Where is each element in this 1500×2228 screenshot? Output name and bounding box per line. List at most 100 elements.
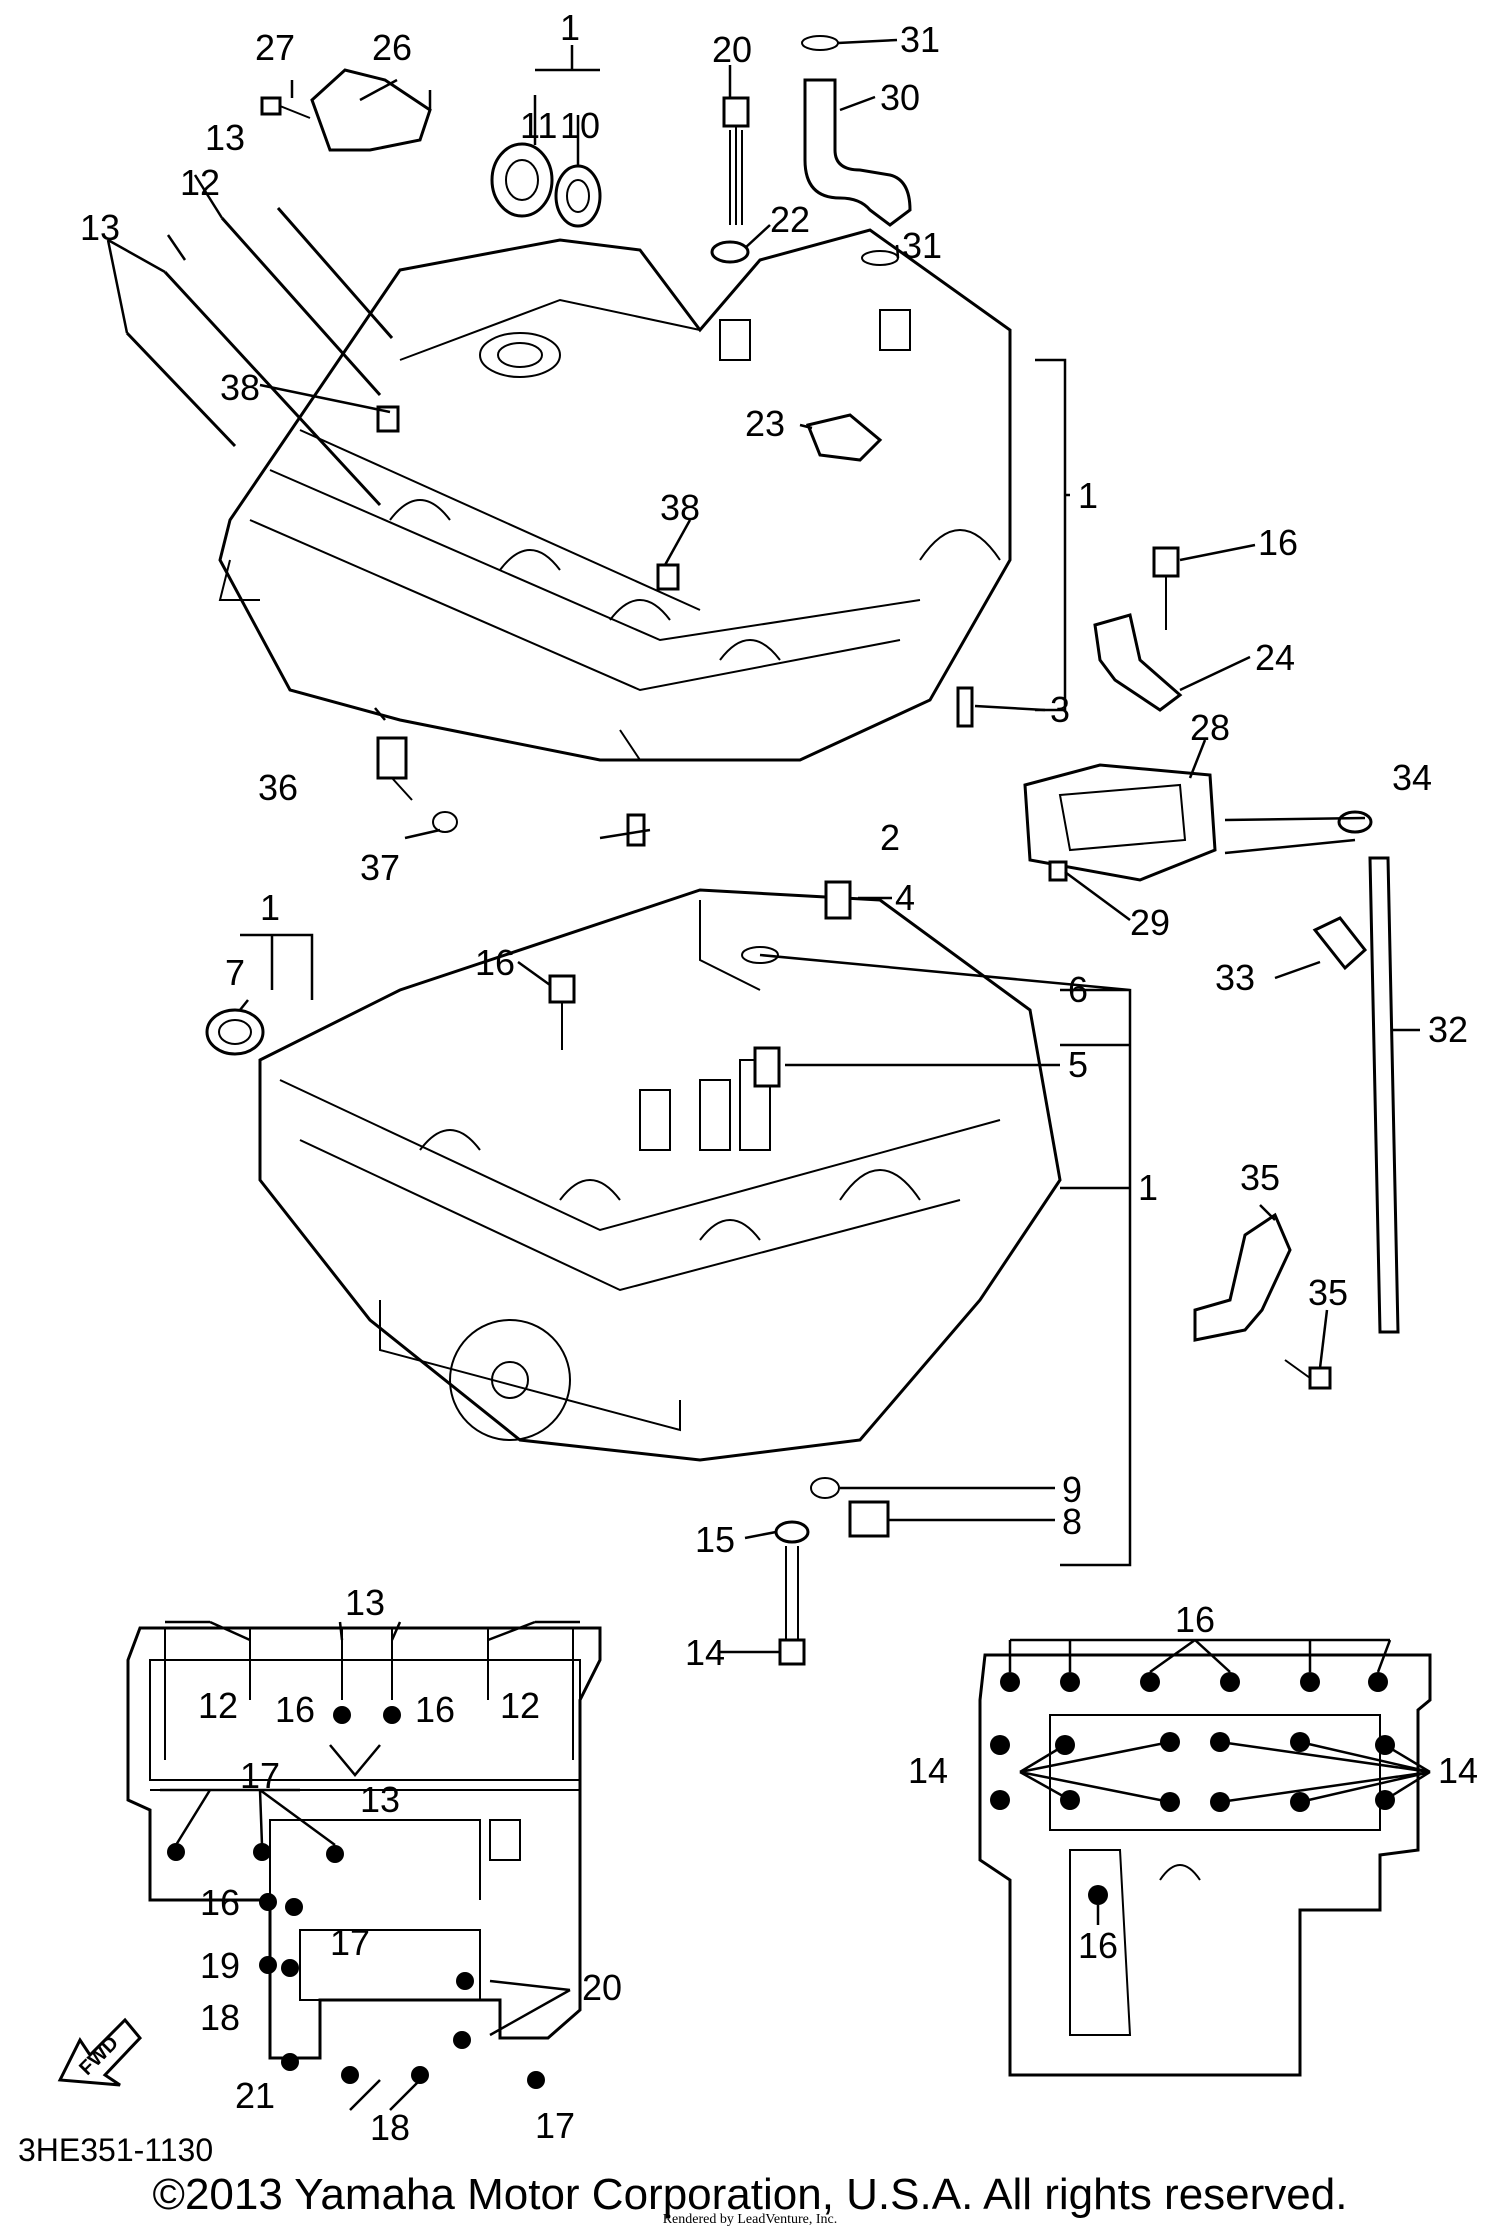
callout-11: 11	[520, 105, 557, 146]
washer-22	[710, 240, 750, 264]
renderer-credit: Rendered by LeadVenture, Inc.	[662, 2212, 838, 2227]
bolt-16-left	[548, 974, 576, 1050]
callout-14: 14	[685, 1632, 725, 1673]
bolt-14	[778, 1546, 806, 1666]
callout-4: 4	[895, 877, 915, 918]
inset-callout-20: 20	[582, 1967, 622, 2008]
inset-callout-12-left: 12	[198, 1685, 238, 1726]
inset-callout-18-left: 18	[200, 1997, 240, 2038]
callouts-main: 27 26 1 11 10 20 31 30 31 22 13 12 13 38…	[80, 7, 1468, 1673]
callout-34: 35	[1240, 1157, 1280, 1198]
clamp-32	[1312, 916, 1368, 971]
upper-crankcase	[218, 228, 1012, 762]
cover-plate-25	[310, 68, 432, 152]
callout-29: 30	[880, 77, 920, 118]
dowel-38-a	[376, 405, 400, 433]
inset-right-callout-16-top: 16	[1175, 1599, 1215, 1640]
callout-2: 2	[880, 817, 900, 858]
inset-callout-16-right: 16	[415, 1689, 455, 1730]
oring-6	[741, 946, 779, 964]
bottom-left-inset: 13 12 16 16 12 13 17 16 17 19 18 20 21 1…	[57, 1582, 622, 2148]
callout-37: 37	[360, 847, 400, 888]
callout-32: 33	[1215, 957, 1255, 998]
bolt-3	[956, 686, 974, 728]
bolt-35	[1284, 1359, 1332, 1390]
bolt-20	[722, 96, 750, 225]
callout-31: 32	[1428, 1009, 1468, 1050]
callout-3: 3	[1050, 689, 1070, 730]
inset-callout-12-right: 12	[500, 1685, 540, 1726]
callout-22: 22	[770, 199, 810, 240]
bearing-11	[490, 142, 554, 218]
callout-38-mid: 38	[660, 487, 700, 528]
callout-1-top: 1	[560, 7, 580, 48]
inset-callout-13-mid: 13	[360, 1779, 400, 1820]
breather-hose-29	[803, 78, 912, 227]
bottom-right-inset: 16 14 14 16	[908, 1599, 1478, 2077]
inset-bolt-dots	[167, 1706, 545, 2089]
callout-23: 23	[745, 403, 785, 444]
bolt-16-right	[1152, 546, 1180, 630]
hose-31	[1368, 856, 1400, 1334]
bolt-28	[1048, 860, 1068, 882]
bracket-24	[1093, 613, 1183, 712]
fwd-arrow: FWD	[57, 2017, 143, 2087]
callout-1-lower-left: 1	[260, 887, 280, 928]
callout-5: 5	[1068, 1044, 1088, 1085]
plug-8	[848, 1500, 890, 1538]
callout-6: 6	[1068, 969, 1088, 1010]
inset-right-callout-14-right: 14	[1438, 1750, 1478, 1791]
callout-26: 27	[255, 27, 295, 68]
callout-1-upper: 1	[1078, 475, 1098, 516]
callout-16-right: 16	[1258, 522, 1298, 563]
callout-16-left: 16	[475, 942, 515, 983]
oil-seal-10	[554, 164, 602, 228]
bracket-34	[1193, 1212, 1292, 1342]
inset-callout-18-bottom: 18	[370, 2107, 410, 2148]
inset-callout-17-mid: 17	[330, 1922, 370, 1963]
inset-callout-16-mid: 16	[200, 1882, 240, 1923]
dowel-5	[753, 1046, 781, 1088]
callout-27: 28	[1190, 707, 1230, 748]
callout-35: 35	[1308, 1272, 1348, 1313]
callout-24: 24	[1255, 637, 1295, 678]
callout-10: 10	[560, 105, 600, 146]
bracket-23	[805, 413, 883, 462]
inset-callout-21: 21	[235, 2075, 275, 2116]
callout-13-left: 13	[80, 207, 120, 248]
inset-callout-17-bottom: 17	[535, 2105, 575, 2146]
lower-crankcase	[258, 888, 1062, 1462]
callout-38-left: 38	[220, 367, 260, 408]
dowel-38-b	[656, 563, 680, 591]
inset-right-callout-14-left: 14	[908, 1750, 948, 1791]
callout-15: 15	[695, 1519, 735, 1560]
washer-15	[774, 1520, 810, 1544]
sensor-36	[376, 736, 413, 801]
callout-9: 9	[1062, 1469, 1082, 1510]
stud-bolts	[125, 207, 394, 507]
copyright-notice: ©2013 Yamaha Motor Corporation, U.S.A. A…	[152, 2170, 1348, 2219]
bolt-2	[626, 813, 646, 847]
clip-30-top	[801, 35, 839, 51]
callout-36: 36	[258, 767, 298, 808]
inset-right-callout-16-bottom: 16	[1078, 1925, 1118, 1966]
callout-8: 8	[1062, 1501, 1082, 1542]
callout-33: 34	[1392, 757, 1432, 798]
inset-callout-19: 19	[200, 1945, 240, 1986]
dowel-4	[824, 880, 852, 920]
oring-37	[432, 811, 458, 833]
callout-1-lower: 1	[1138, 1167, 1158, 1208]
clamp-33	[1337, 810, 1373, 834]
callout-28: 29	[1130, 902, 1170, 943]
callout-7: 7	[225, 952, 245, 993]
inset-callout-13-top: 13	[345, 1582, 385, 1623]
bolt-26	[260, 96, 311, 119]
bearing-7	[205, 1008, 265, 1056]
callout-20: 20	[712, 29, 752, 70]
callout-30-top: 31	[900, 19, 940, 60]
inset-callout-17-top: 17	[240, 1755, 280, 1796]
callout-30-mid: 31	[902, 225, 942, 266]
diagram-code: 3HE351-1130	[18, 2132, 214, 2168]
callout-25: 26	[372, 27, 412, 68]
